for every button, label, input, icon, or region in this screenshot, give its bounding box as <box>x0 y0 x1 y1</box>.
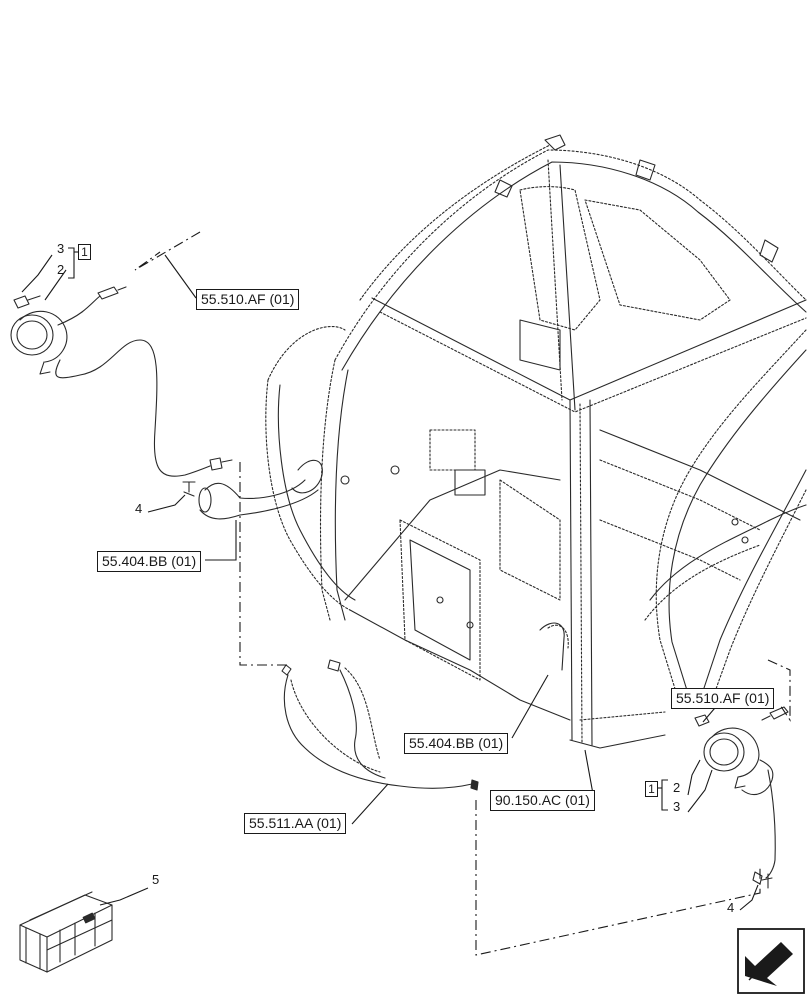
kit-crate <box>19 891 113 973</box>
callout-clip-right: 4 <box>727 900 735 915</box>
callout-left-item-b: 2 <box>57 262 65 277</box>
clip-left <box>182 481 196 497</box>
harness <box>281 659 479 791</box>
callout-kit: 5 <box>152 872 160 887</box>
work-light-right <box>694 706 789 795</box>
hose-left <box>198 479 319 520</box>
callout-left-group: 1 <box>78 244 91 260</box>
leader-lines <box>21 247 759 911</box>
ref-light-right[interactable]: 55.510.AF (01) <box>671 688 775 709</box>
callout-right-item-a: 2 <box>673 780 681 795</box>
ref-harness[interactable]: 55.511.AA (01) <box>244 813 347 834</box>
reference-lines <box>134 231 791 956</box>
arrow-next-icon <box>737 928 805 994</box>
ref-hose-center[interactable]: 55.404.BB (01) <box>404 733 509 754</box>
callout-clip-left: 4 <box>135 501 143 516</box>
next-page-button[interactable] <box>737 928 805 994</box>
work-light-left <box>10 286 127 375</box>
callout-right-group: 1 <box>645 781 658 797</box>
ref-hose-left[interactable]: 55.404.BB (01) <box>97 551 202 572</box>
right-light-cable <box>765 769 776 879</box>
callout-left-item-a: 3 <box>57 241 65 256</box>
ref-cab-frame[interactable]: 90.150.AC (01) <box>490 790 595 811</box>
callout-right-item-b: 3 <box>673 799 681 814</box>
cab-frame <box>265 134 807 749</box>
left-light-cable <box>55 339 211 477</box>
ref-light-upper-left[interactable]: 55.510.AF (01) <box>196 289 300 310</box>
